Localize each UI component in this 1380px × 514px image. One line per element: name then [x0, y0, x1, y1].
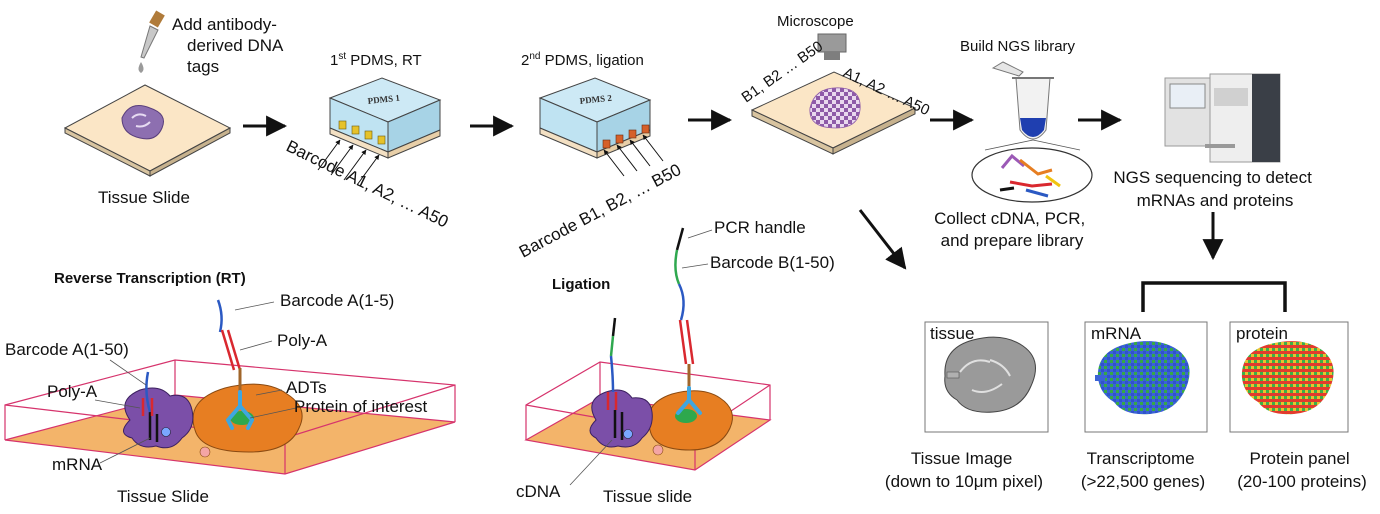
ligation-barcode-b: Barcode B(1-50) [710, 253, 835, 272]
microscope-icon [817, 33, 847, 60]
panel-tissue [924, 321, 1049, 433]
build-ngs-label: Build NGS library [960, 38, 1076, 55]
sequencing-label: NGS sequencing to detect mRNAs and prote… [1113, 168, 1316, 210]
pdms2-title: 2nd PDMS, ligation [521, 51, 644, 69]
diagonal-arrow [858, 209, 907, 270]
rt-barcode-a-1-5: Barcode A(1-5) [280, 291, 394, 310]
pdms1-title: 1st PDMS, RT [330, 51, 422, 69]
ligation-scene [524, 227, 772, 486]
panel-tissue-title: tissue [930, 324, 974, 343]
pdms-2-chip: PDMS 2 [538, 77, 664, 177]
output-bracket [1141, 281, 1287, 312]
ligation-title: Ligation [552, 276, 610, 293]
rt-mrna: mRNA [52, 455, 103, 474]
rt-title: Reverse Transcription (RT) [54, 270, 246, 287]
panel-tissue-caption: Tissue Image (down to 10μm pixel) [885, 449, 1043, 491]
svg-text:PDMS 2: PDMS 2 [579, 93, 613, 106]
rt-poly-a-top: Poly-A [277, 331, 328, 350]
add-tags-label: Add antibody- derived DNA tags [172, 15, 287, 76]
panel-mrna-caption: Transcriptome (>22,500 genes) [1081, 449, 1205, 491]
tissue-slide-label: Tissue Slide [98, 188, 190, 207]
ligation-slide: Tissue slide [603, 487, 692, 506]
panel-protein [1229, 321, 1349, 433]
rt-adts: ADTs [286, 378, 327, 397]
collect-label: Collect cDNA, PCR, and prepare library [934, 209, 1090, 250]
tube-icon [991, 61, 1054, 140]
svg-text:PDMS 1: PDMS 1 [367, 93, 401, 106]
barcode-b-label: Barcode B1, B2, … B50 [516, 160, 684, 262]
microscope-label: Microscope [777, 13, 854, 30]
dropper-icon [138, 10, 165, 73]
sequencer-icon [1164, 73, 1281, 163]
pdms-1-chip: PDMS 1 [317, 77, 442, 186]
rt-barcode-a-1-50: Barcode A(1-50) [5, 340, 129, 359]
barcode-a-label: Barcode A1, A2, … A50 [283, 137, 451, 232]
rt-slide: Tissue Slide [117, 487, 209, 506]
panel-protein-title: protein [1236, 324, 1288, 343]
rt-scene [4, 299, 456, 475]
ligation-pcr-handle: PCR handle [714, 218, 806, 237]
rt-protein: Protein of interest [294, 397, 428, 416]
ligation-cdna: cDNA [516, 482, 561, 501]
library-ellipse [971, 139, 1093, 203]
panel-mrna-title: mRNA [1091, 324, 1142, 343]
tissue-slide-1 [63, 84, 232, 177]
tissue-slide-2 [750, 71, 917, 155]
rt-poly-a-left: Poly-A [47, 382, 98, 401]
panel-mrna [1084, 321, 1208, 433]
panel-protein-caption: Protein panel (20-100 proteins) [1237, 449, 1366, 491]
